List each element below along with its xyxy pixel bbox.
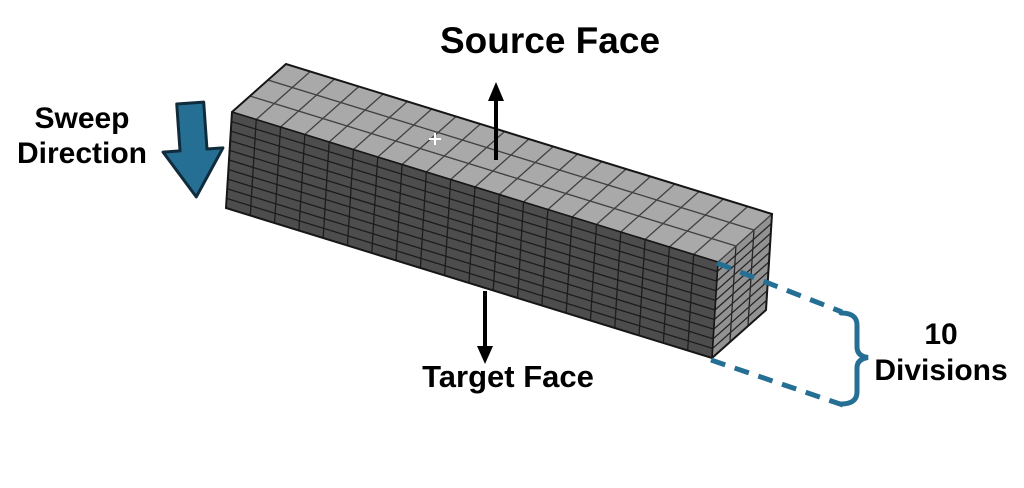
divisions-brace-icon <box>838 310 869 407</box>
division-dashed-lines <box>710 260 844 408</box>
cursor-cross-icon <box>429 133 441 145</box>
beam-mesh <box>224 62 774 360</box>
divisions-label: 10 Divisions <box>866 317 1016 389</box>
target-face-label: Target Face <box>422 359 594 394</box>
source-face-label: Source Face <box>439 20 661 61</box>
divisions-word: Divisions <box>874 354 1008 387</box>
divisions-value: 10 <box>924 318 958 351</box>
sweep-direction-arrow-icon <box>161 100 225 199</box>
sweep-direction-label: Sweep Direction <box>16 102 148 170</box>
source-face-arrow-icon <box>488 82 504 160</box>
target-face-arrow-icon <box>477 291 493 364</box>
